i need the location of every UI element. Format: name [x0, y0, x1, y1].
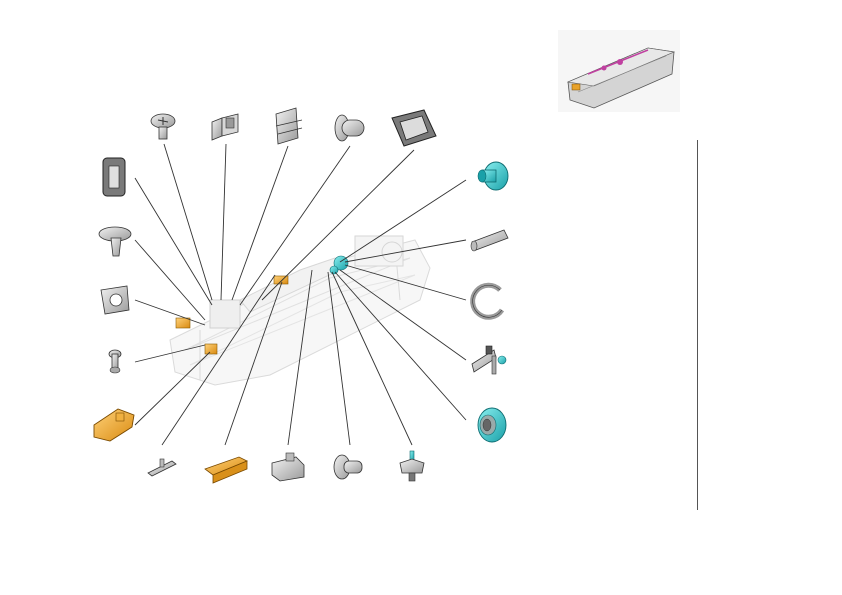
part-screw [150, 113, 176, 140]
part-e-ring [470, 282, 505, 320]
cyan-gear-icon [477, 161, 509, 191]
small-bracket-icon [271, 452, 305, 482]
part-cyan-gear [477, 161, 509, 191]
part-lever-pin [98, 226, 132, 257]
part-clip-bracket [211, 113, 239, 141]
thermistor-icon [399, 450, 425, 482]
part-frame-cover [391, 109, 437, 147]
plate-bracket-icon [275, 107, 303, 145]
roller-shaft-icon [470, 229, 509, 252]
lever-pin-icon [98, 226, 132, 257]
fuser-assembly [169, 235, 431, 386]
part-orange-bracket [93, 408, 135, 442]
part-clamp [102, 157, 126, 197]
part-thermistor [399, 450, 425, 482]
part-plate-bracket [275, 107, 303, 145]
stud-icon [108, 349, 122, 374]
sensor-bracket-icon [471, 345, 507, 375]
part-sensor-bracket [471, 345, 507, 375]
clip-bracket-icon [211, 113, 239, 141]
part-bushing-plate [100, 285, 130, 315]
part-cyan-bearing [477, 407, 507, 443]
assembly-orange-parts [175, 275, 289, 355]
pin-icon [334, 114, 365, 142]
clamp-icon [102, 157, 126, 197]
bushing-plate-icon [100, 285, 130, 315]
rivet-icon [333, 454, 363, 480]
cyan-bearing-icon [477, 407, 507, 443]
leader-lines [134, 143, 467, 446]
fuser-thumbnail [558, 30, 680, 112]
part-roller-shaft [470, 229, 509, 252]
e-ring-icon [470, 282, 505, 320]
orange-bracket-icon [93, 408, 135, 442]
part-pin [334, 114, 365, 142]
part-orange-holder [204, 456, 248, 484]
vertical-divider [697, 140, 698, 510]
part-stud [108, 349, 122, 374]
part-small-bracket [271, 452, 305, 482]
orange-holder-icon [204, 456, 248, 484]
frame-cover-icon [391, 109, 437, 147]
part-rivet [333, 454, 363, 480]
part-thin-plate [147, 458, 177, 477]
screw-icon [150, 113, 176, 140]
thin-plate-icon [147, 458, 177, 477]
